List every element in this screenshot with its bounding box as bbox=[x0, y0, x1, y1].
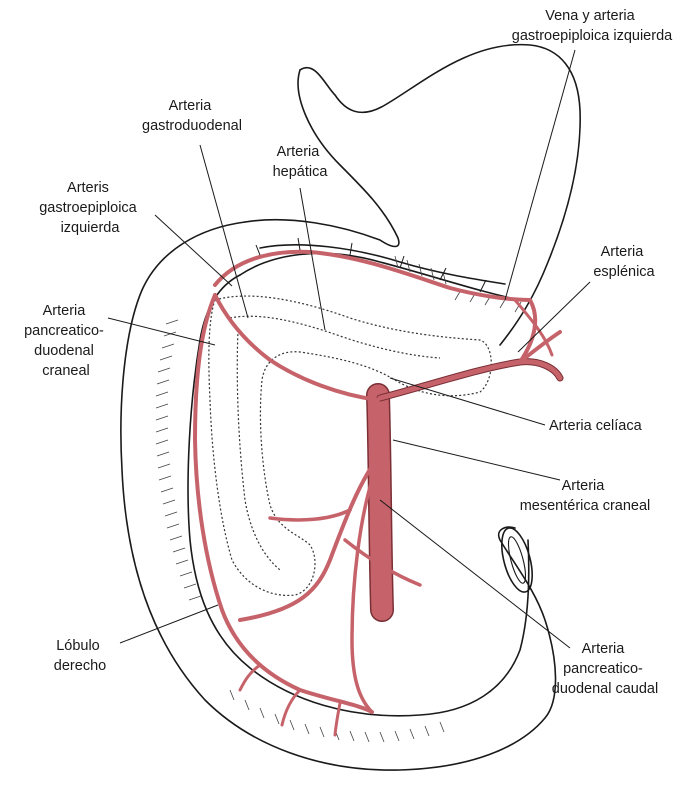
label-lobulo-derecho: Lóbulo derecho bbox=[54, 638, 106, 674]
label-vena-arteria-gastroepiploica: Vena y arteria gastroepiploica izquierda bbox=[512, 8, 673, 44]
leader-lines bbox=[108, 50, 590, 648]
duodenum-outline bbox=[121, 222, 556, 770]
leader-arteria-pancreaticoduodenal-craneal bbox=[108, 318, 215, 345]
gastroepiploic-artery-vessel bbox=[215, 252, 535, 362]
leader-arteria-hepatica bbox=[300, 188, 325, 330]
label-arteria-celiaca: Arteria celíaca bbox=[549, 418, 643, 434]
label-arteris-gastroepiploica: Arteris gastroepiploica izquierda bbox=[39, 180, 141, 236]
vessels bbox=[195, 252, 560, 735]
hepatic-artery-vessel bbox=[215, 295, 378, 400]
label-arteria-gastroduodenal: Arteria gastroduodenal bbox=[142, 98, 242, 134]
label-arteria-esplenica: Arteria esplénica bbox=[593, 244, 655, 280]
label-arteria-hepatica: Arteria hepática bbox=[273, 144, 329, 180]
duodenum-shading bbox=[156, 256, 521, 742]
leader-lobulo-derecho bbox=[120, 605, 218, 643]
pancreas-outline bbox=[209, 296, 491, 595]
leader-vena-arteria-gastroepiploica bbox=[505, 50, 575, 300]
cranial-pancreaticoduodenal-vessel bbox=[195, 295, 372, 712]
label-arteria-pancreaticoduodenal-caudal: Arteria pancreatico- duodenal caudal bbox=[552, 641, 658, 697]
label-arteria-pancreaticoduodenal-craneal: Arteria pancreatico- duodenal craneal bbox=[24, 303, 108, 379]
leader-arteris-gastroepiploica bbox=[155, 215, 232, 286]
leader-arteria-celiaca bbox=[390, 378, 545, 425]
leader-arteria-mesenterica-craneal bbox=[393, 440, 560, 480]
leader-arteria-pancreaticoduodenal-caudal bbox=[380, 500, 570, 648]
label-arteria-mesenterica-craneal: Arteria mesentérica craneal bbox=[520, 478, 651, 514]
